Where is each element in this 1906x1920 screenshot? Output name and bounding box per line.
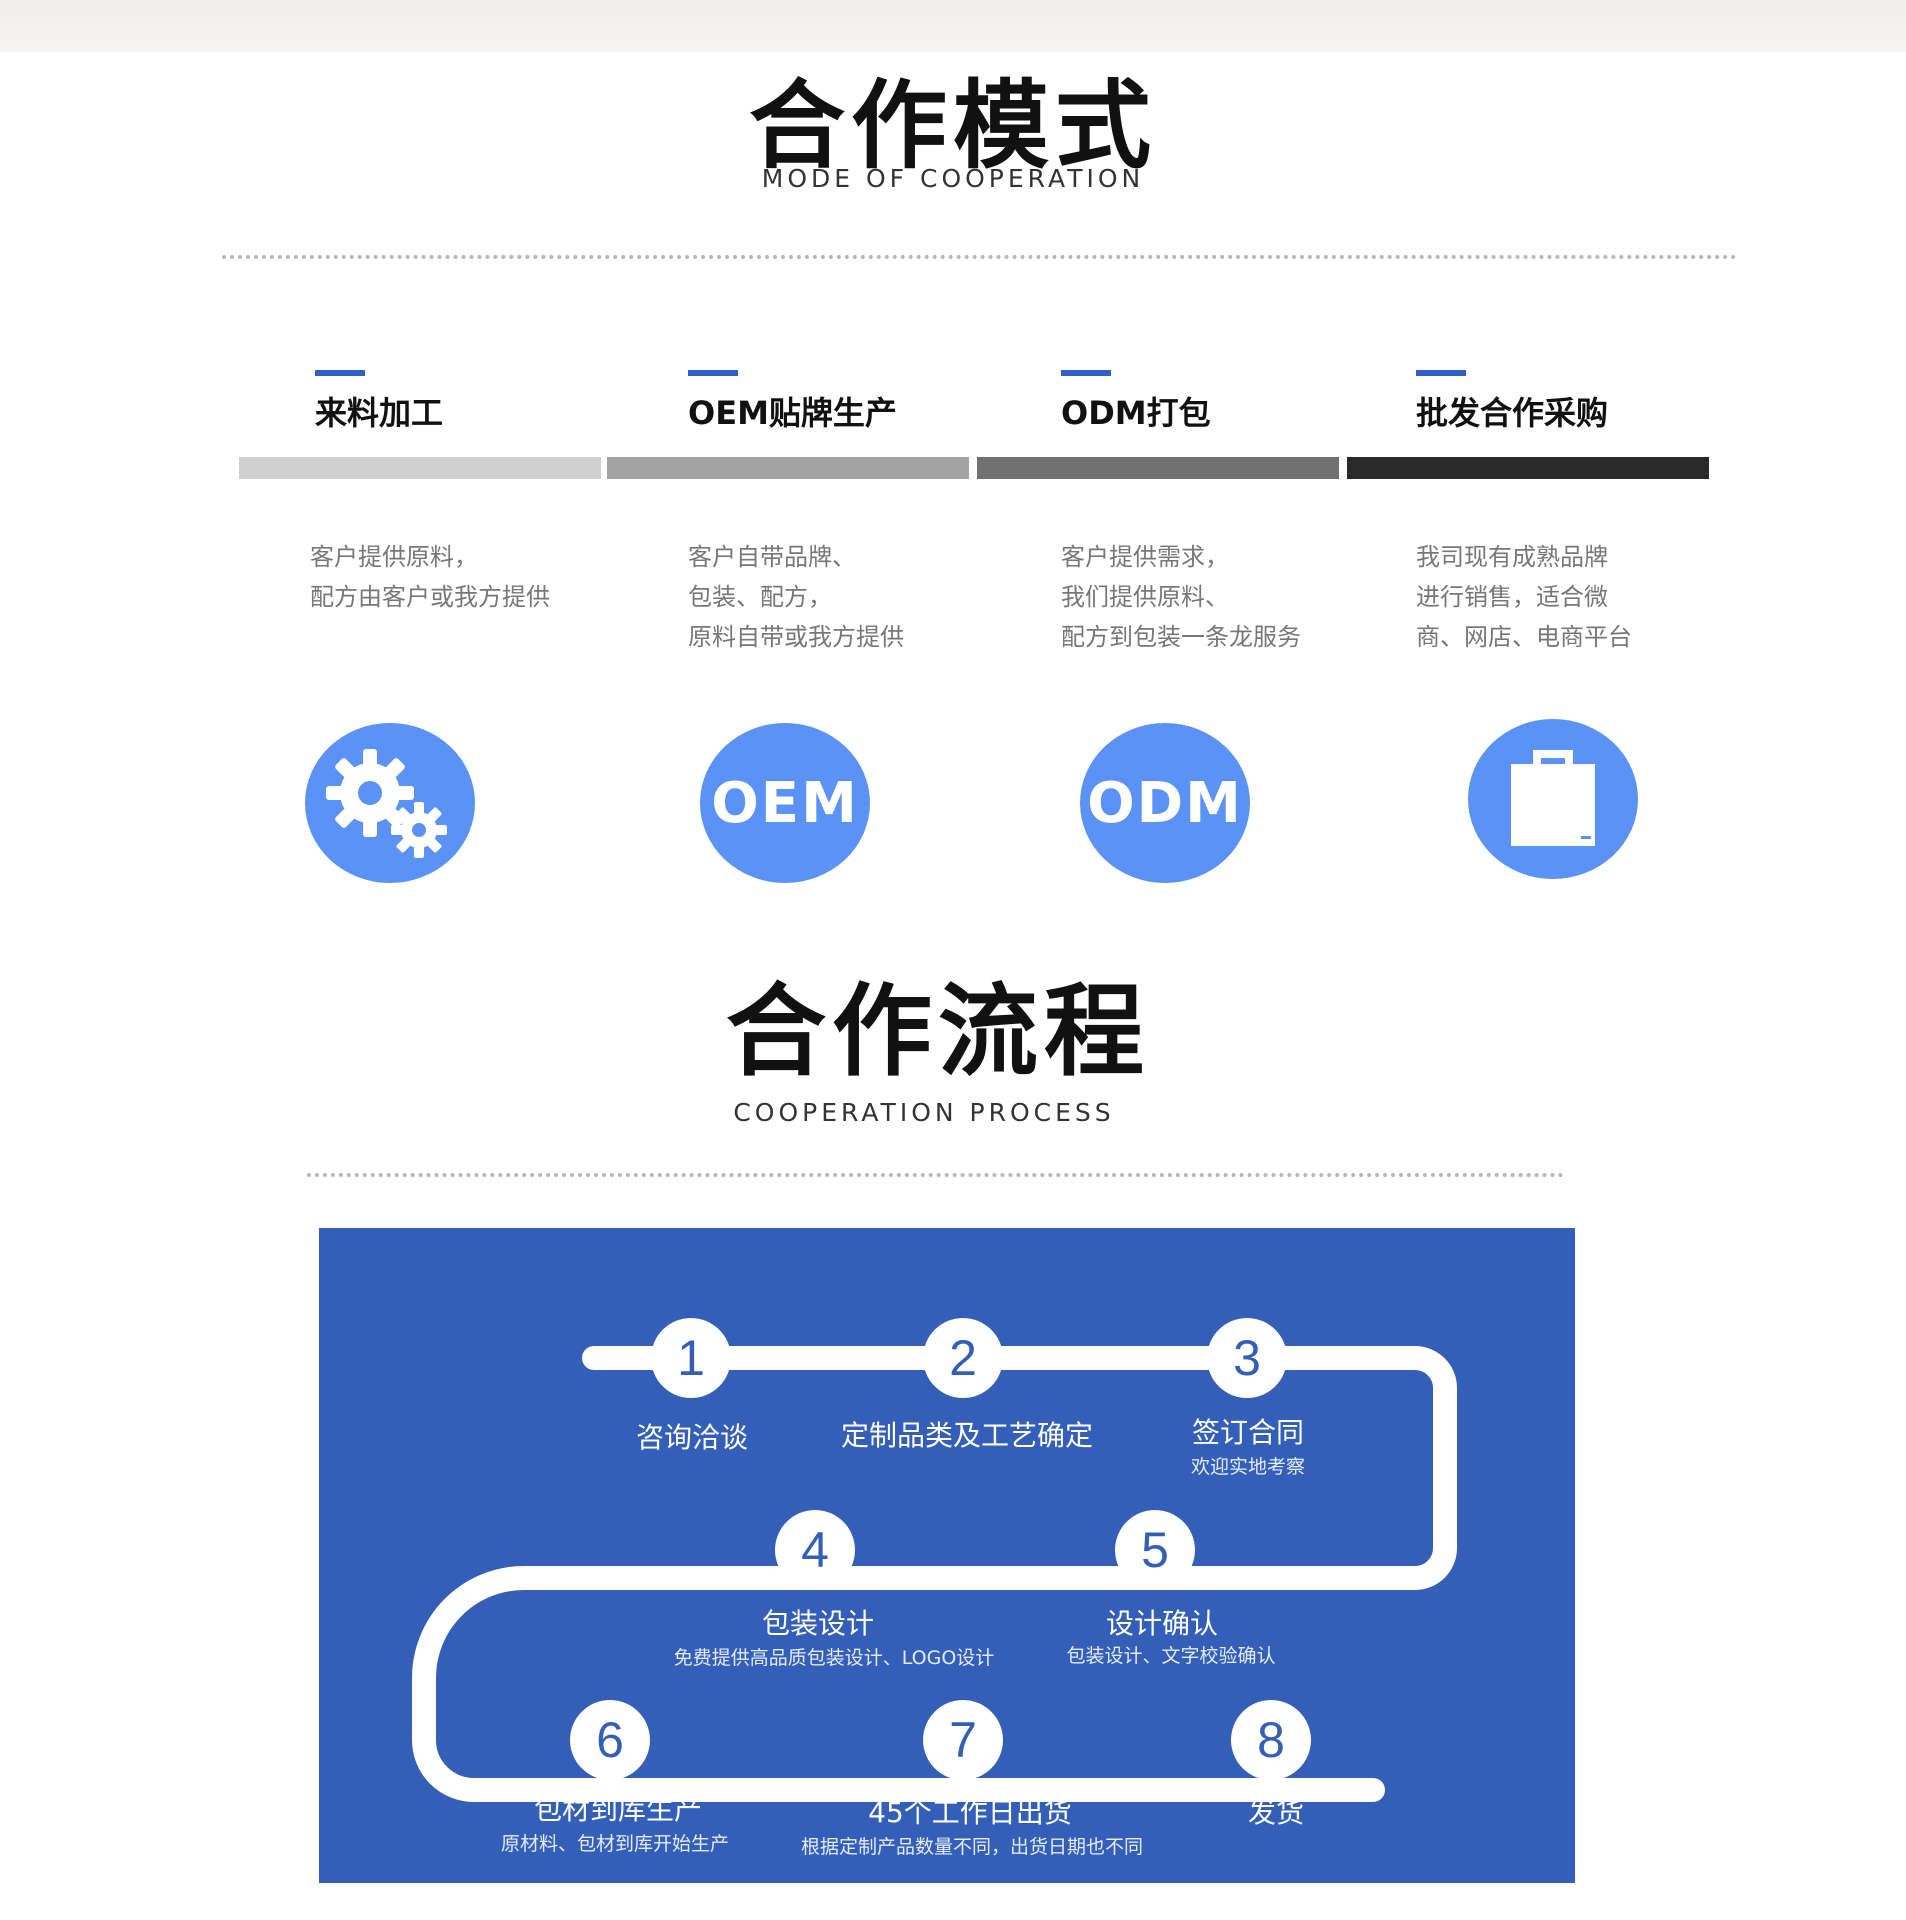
mode-description: 客户提供需求， 我们提供原料、 配方到包装一条龙服务 bbox=[1061, 537, 1301, 657]
step-number: 4 bbox=[775, 1510, 855, 1590]
step-sublabel: 免费提供高品质包装设计、LOGO设计 bbox=[673, 1647, 995, 1669]
step-sublabel: 包装设计、文字校验确认 bbox=[1066, 1645, 1276, 1667]
mode-description-line: 进行销售，适合微 bbox=[1416, 583, 1608, 611]
step-number: 5 bbox=[1115, 1510, 1195, 1590]
process-panel: 1 2 3 4 5 6 7 8 咨询洽谈 定制品类及工艺确定 签订合同 欢迎实地… bbox=[319, 1228, 1575, 1883]
step-sublabel: 原材料、包材到库开始生产 bbox=[500, 1833, 730, 1855]
mode-description-line: 包装、配方， bbox=[688, 583, 832, 611]
mode-description-line: 原料自带或我方提供 bbox=[688, 623, 904, 651]
process-path bbox=[412, 1346, 1457, 1802]
step-number: 3 bbox=[1207, 1318, 1287, 1398]
mode-bar bbox=[1347, 457, 1709, 479]
step-sublabel: 根据定制产品数量不同，出货日期也不同 bbox=[800, 1836, 1144, 1858]
gears-icon bbox=[326, 749, 447, 858]
mode-description: 客户自带品牌、 包装、配方， 原料自带或我方提供 bbox=[688, 537, 904, 657]
mode-name: ODM打包 bbox=[1061, 394, 1211, 432]
mode-description-line: 配方由客户或我方提供 bbox=[310, 583, 550, 611]
step-number: 2 bbox=[923, 1318, 1003, 1398]
top-banner-strip bbox=[0, 0, 1906, 52]
step-number: 6 bbox=[570, 1700, 650, 1780]
mode-description-line: 商、网店、电商平台 bbox=[1416, 623, 1632, 651]
mode-description: 客户提供原料， 配方由客户或我方提供 bbox=[310, 537, 550, 617]
shopping-bag-icon bbox=[1511, 750, 1595, 846]
mode-icon-circle bbox=[1468, 719, 1638, 879]
mode-description-line: 客户自带品牌、 bbox=[688, 543, 856, 571]
step-label: 45个工作日出货 bbox=[868, 1796, 1072, 1829]
mode-bar bbox=[977, 457, 1339, 479]
mode-description-line: 我们提供原料、 bbox=[1061, 583, 1229, 611]
mode-accent-mark bbox=[1416, 370, 1466, 376]
mode-name: OEM贴牌生产 bbox=[688, 394, 897, 432]
step-label: 定制品类及工艺确定 bbox=[840, 1419, 1094, 1452]
mode-name: 批发合作采购 bbox=[1416, 394, 1609, 432]
oem-icon: OEM bbox=[700, 723, 870, 883]
step-number: 1 bbox=[651, 1318, 731, 1398]
process-divider bbox=[307, 1173, 1564, 1177]
step-number: 7 bbox=[923, 1700, 1003, 1780]
step-number: 8 bbox=[1231, 1700, 1311, 1780]
oem-icon-text: OEM bbox=[711, 770, 859, 836]
mode-name: 来料加工 bbox=[315, 394, 444, 432]
mode-accent-mark bbox=[1061, 370, 1111, 376]
modes-subtitle: MODE OF COOPERATION bbox=[761, 164, 1145, 193]
step-label: 包装设计 bbox=[761, 1607, 875, 1640]
mode-bar bbox=[607, 457, 969, 479]
modes-title: 合作模式 bbox=[749, 70, 1157, 182]
mode-accent-mark bbox=[315, 370, 365, 376]
mode-description-line: 客户提供原料， bbox=[310, 543, 478, 571]
process-title: 合作流程 bbox=[726, 973, 1150, 1090]
mode-accent-mark bbox=[688, 370, 738, 376]
step-label: 签订合同 bbox=[1191, 1416, 1305, 1449]
process-subtitle: COOPERATION PROCESS bbox=[733, 1098, 1115, 1127]
modes-divider bbox=[222, 255, 1737, 259]
mode-description-line: 配方到包装一条龙服务 bbox=[1061, 623, 1301, 651]
mode-icon-circle bbox=[305, 723, 475, 883]
mode-description-line: 客户提供需求， bbox=[1061, 543, 1229, 571]
odm-icon-text: ODM bbox=[1087, 770, 1243, 836]
step-label: 发货 bbox=[1247, 1796, 1305, 1829]
mode-bar bbox=[239, 457, 601, 479]
step-label: 设计确认 bbox=[1105, 1607, 1219, 1640]
step-label: 包材到库生产 bbox=[533, 1793, 703, 1826]
mode-description: 我司现有成熟品牌 进行销售，适合微 商、网店、电商平台 bbox=[1416, 537, 1632, 657]
mode-description-line: 我司现有成熟品牌 bbox=[1416, 543, 1608, 571]
odm-icon: ODM bbox=[1080, 723, 1250, 883]
step-sublabel: 欢迎实地考察 bbox=[1190, 1456, 1306, 1478]
step-label: 咨询洽谈 bbox=[635, 1421, 749, 1454]
